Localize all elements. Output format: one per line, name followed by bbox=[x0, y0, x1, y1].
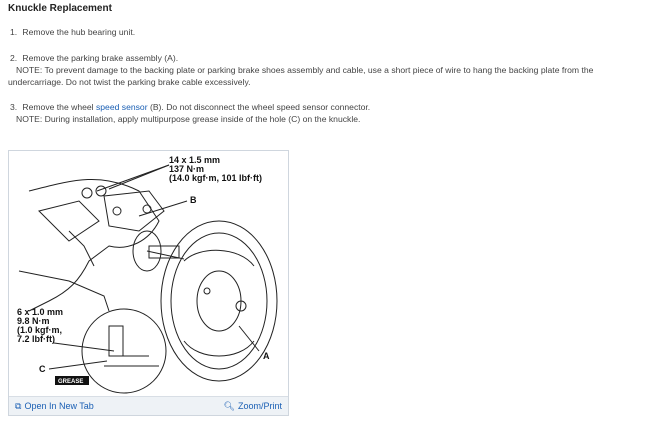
bolt-icon bbox=[95, 185, 107, 197]
brake-shoe-lower bbox=[183, 340, 255, 357]
speed-sensor-link[interactable]: speed sensor bbox=[95, 102, 148, 112]
leader-line-a bbox=[238, 325, 260, 352]
bolt-icon bbox=[112, 206, 122, 216]
spec-small-line4: 7.2 lbf·ft) bbox=[17, 334, 55, 344]
open-in-new-tab-link[interactable]: ⧉Open In New Tab bbox=[15, 401, 94, 412]
zoom-icon: 🔍︎ bbox=[223, 401, 235, 411]
step-2-note-line2: undercarriage. Do not twist the parking … bbox=[8, 77, 251, 87]
brake-shoe-upper bbox=[183, 249, 255, 267]
bolt-icon bbox=[81, 187, 93, 199]
brake-shoe-center bbox=[196, 270, 242, 332]
knuckle-diagram: 14 x 1.5 mm 137 N·m (14.0 kgf·m, 101 lbf… bbox=[17, 155, 278, 394]
spec-large-line2: 137 N·m bbox=[169, 164, 204, 174]
speed-sensor-wire bbox=[68, 230, 95, 267]
detail-inset bbox=[81, 308, 167, 394]
step-text-post: (B). Do not disconnect the wheel speed s… bbox=[147, 102, 371, 112]
step-number: 1. bbox=[10, 27, 18, 37]
spec-large-line3: (14.0 kgf·m, 101 lbf·ft) bbox=[169, 173, 262, 183]
inset-bolt bbox=[108, 325, 124, 357]
step-text: Remove the parking brake assembly (A). bbox=[22, 53, 179, 63]
zoom-print-label: Zoom/Print bbox=[237, 401, 282, 411]
spec-small-line3: (1.0 kgf·m, bbox=[17, 325, 62, 335]
bolt-icon bbox=[142, 204, 152, 214]
caliper-bracket bbox=[103, 190, 165, 232]
knuckle-bracket bbox=[38, 200, 100, 242]
step-3: 3. Remove the wheel speed sensor (B). Do… bbox=[10, 101, 370, 113]
grease-tag bbox=[55, 376, 89, 385]
new-tab-icon: ⧉ bbox=[15, 401, 22, 411]
label-b: B bbox=[190, 195, 197, 205]
spec-small-line2: 9.8 N·m bbox=[17, 316, 50, 326]
knuckle-outline bbox=[28, 179, 160, 312]
backing-plate-inner bbox=[170, 232, 268, 370]
step-number: 3. bbox=[10, 102, 18, 112]
leader-line-spec-large bbox=[96, 164, 170, 192]
knuckle-figure: 14 x 1.5 mm 137 N·m (14.0 kgf·m, 101 lbf… bbox=[8, 150, 289, 416]
lower-link bbox=[18, 270, 110, 312]
zoom-print-link[interactable]: 🔍︎Zoom/Print bbox=[224, 401, 282, 412]
spring-icon bbox=[235, 300, 247, 312]
hub-spindle bbox=[148, 245, 180, 259]
inset-surface bbox=[104, 355, 159, 367]
label-c: C bbox=[39, 364, 46, 374]
step-2-note-line1: NOTE: To prevent damage to the backing p… bbox=[16, 65, 594, 75]
spec-small-line1: 6 x 1.0 mm bbox=[17, 307, 63, 317]
step-number: 2. bbox=[10, 53, 18, 63]
backing-plate bbox=[160, 220, 278, 382]
open-in-new-tab-label: Open In New Tab bbox=[24, 401, 94, 411]
label-a: A bbox=[263, 351, 270, 361]
step-3-note: NOTE: During installation, apply multipu… bbox=[16, 114, 361, 124]
leader-line-spec-small bbox=[53, 342, 115, 352]
grease-label: GREASE bbox=[58, 379, 83, 385]
pin-icon bbox=[203, 287, 211, 295]
figure-toolbar: ⧉Open In New Tab 🔍︎Zoom/Print bbox=[9, 396, 288, 415]
hub bbox=[132, 230, 162, 272]
leader-line-b bbox=[138, 200, 188, 217]
page-title: Knuckle Replacement bbox=[8, 3, 112, 14]
spec-large-line1: 14 x 1.5 mm bbox=[169, 155, 220, 165]
leader-line-c bbox=[48, 360, 108, 370]
step-2: 2. Remove the parking brake assembly (A)… bbox=[10, 52, 178, 64]
step-text-pre: Remove the wheel bbox=[22, 102, 96, 112]
step-text: Remove the hub bearing unit. bbox=[22, 27, 136, 37]
step-1: 1. Remove the hub bearing unit. bbox=[10, 26, 135, 38]
